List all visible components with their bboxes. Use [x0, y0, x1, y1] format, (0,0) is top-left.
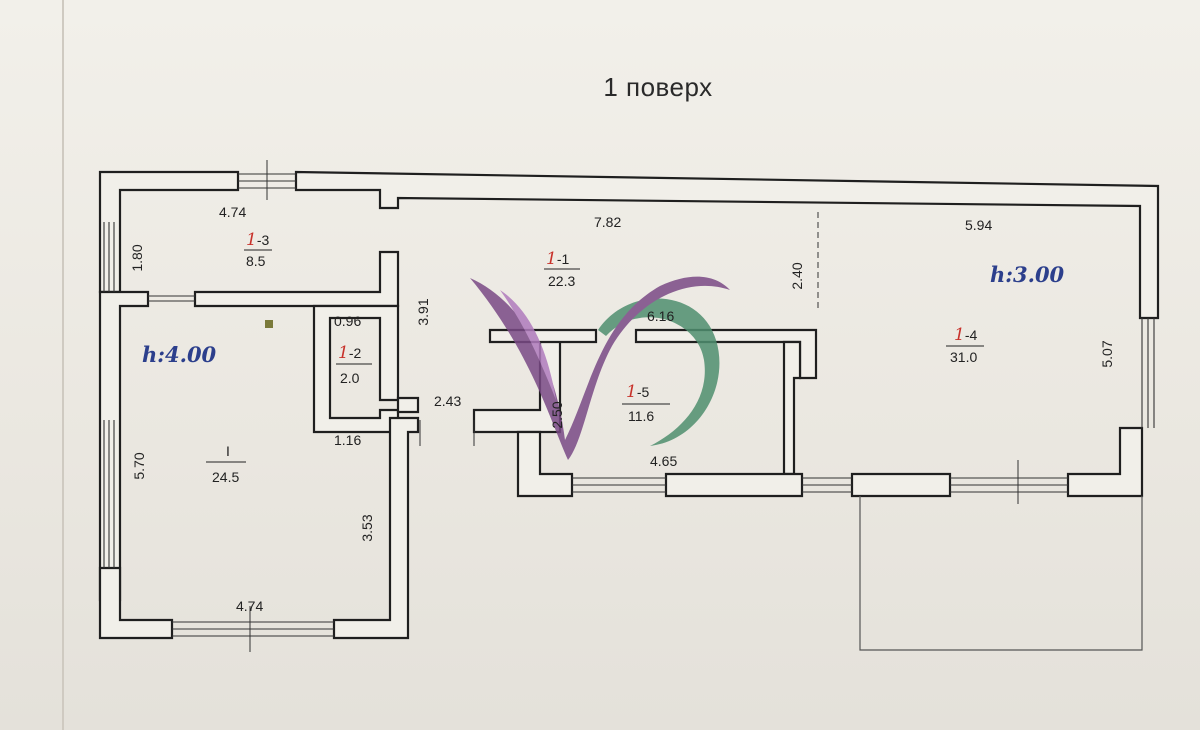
terrace-outline: [859, 496, 1143, 651]
room-1-1-label: 1-1: [546, 249, 569, 269]
dimension-labels: 4.74 7.82 5.94 1.80 5.70 4.74 0.96 3.91 …: [129, 204, 1115, 614]
wall-corridor: [396, 396, 420, 414]
room-1-1-suffix: -1: [557, 251, 570, 267]
dim-left-upper: 1.80: [129, 244, 145, 271]
room-1-2-suffix: -2: [349, 345, 362, 361]
room-1-2-label: 1-2: [338, 343, 361, 363]
windows: [103, 173, 1155, 637]
room-1-3-area: 8.5: [246, 253, 266, 269]
dim-left-lower: 5.70: [131, 452, 147, 479]
room-1-4-label: 1-4: [954, 325, 977, 345]
dim-small-width: 0.96: [334, 313, 361, 329]
room-i-area: 24.5: [212, 469, 239, 485]
dim-lower-right-vertical: 3.53: [359, 514, 375, 541]
dim-mid-vertical: 3.91: [415, 298, 431, 325]
room-1-5-area: 11.6: [628, 408, 654, 424]
dim-top-mid: 7.82: [594, 214, 621, 230]
room-1-4-area: 31.0: [950, 349, 977, 365]
dim-right-vertical: 5.07: [1099, 340, 1115, 367]
room-1-3-mark: 1: [246, 230, 257, 250]
wall-inner-right: [782, 340, 802, 476]
wall-inner-top-left: [488, 328, 598, 344]
dim-below-small: 1.16: [334, 432, 361, 448]
room-1-4-suffix: -4: [965, 327, 978, 343]
room-i-mark: I: [226, 443, 230, 459]
marker-square: [265, 320, 273, 328]
room-1-4-mark: 1: [954, 325, 965, 345]
dimension-guides: [249, 160, 1019, 652]
room-1-5-suffix: -5: [637, 384, 650, 400]
wall-left-room-right: [332, 416, 420, 640]
wall-top-right: [294, 170, 1160, 320]
wall-room3-bottom: [98, 290, 150, 602]
height-note-left: h:4.00: [142, 342, 217, 367]
room-labels: 1-3 8.5 1-2 2.0 1-1 22.3 1-5 11.6 1-4 31…: [206, 230, 984, 485]
wall-left-lower: [98, 566, 174, 640]
walls: [98, 170, 1160, 640]
floor-title: 1 поверх: [603, 72, 713, 102]
dim-inner-width: 6.16: [647, 308, 674, 324]
room-1-5-mark: 1: [626, 382, 637, 402]
room-1-2-mark: 1: [338, 343, 349, 363]
room-1-3-label: 1-3: [246, 230, 269, 250]
wall-room3-bottom-right: [193, 250, 400, 308]
height-note-right: h:3.00: [990, 262, 1065, 287]
wall-bottom-right-a: [850, 472, 952, 498]
wall-top-left: [98, 170, 240, 294]
dim-bottom-left: 4.74: [236, 598, 263, 614]
watermark-logo: [470, 276, 730, 460]
logo-purple-swoosh: [470, 276, 730, 460]
dim-partition-vertical: 2.40: [789, 262, 805, 289]
paper-edge: [62, 0, 64, 730]
dim-corridor: 2.43: [434, 393, 461, 409]
room-1-3-suffix: -3: [257, 232, 270, 248]
room-1-1-area: 22.3: [548, 273, 575, 289]
dim-inner-bottom: 4.65: [650, 453, 677, 469]
dim-inner-height: 2.50: [549, 401, 565, 428]
wall-bottom-mid: [664, 472, 804, 498]
room-1-1-mark: 1: [546, 249, 557, 269]
wall-bottom-right-b: [1066, 426, 1144, 498]
dim-top-left: 4.74: [219, 204, 246, 220]
dim-top-right: 5.94: [965, 217, 992, 233]
room-1-2-area: 2.0: [340, 370, 360, 386]
wall-inner-bottom: [516, 430, 574, 498]
room-1-5-label: 1-5: [626, 382, 649, 402]
